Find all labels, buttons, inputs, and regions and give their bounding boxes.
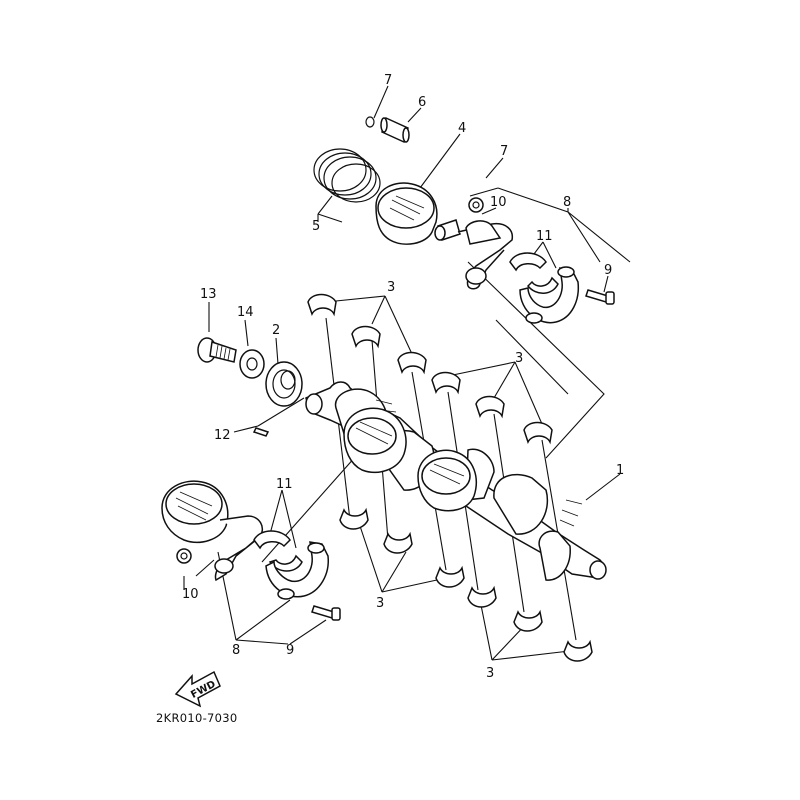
- callout-6: 6: [418, 95, 426, 110]
- callout-8-bottom: 8: [232, 643, 240, 658]
- callout-13: 13: [200, 287, 217, 302]
- diagram-code: 2KR010-7030: [156, 711, 238, 725]
- callout-9-top: 9: [604, 263, 612, 278]
- callout-3-lower: 3: [376, 596, 384, 611]
- callout-3-top: 3: [387, 280, 395, 295]
- left-hardware: [197, 337, 303, 437]
- callout-2: 2: [272, 323, 280, 338]
- callout-11-top: 11: [536, 229, 553, 244]
- callout-14: 14: [237, 305, 254, 320]
- callout-8-top: 8: [563, 195, 571, 210]
- crankshaft: [305, 381, 607, 581]
- callout-12: 12: [214, 428, 231, 443]
- callout-4: 4: [458, 121, 466, 136]
- callout-9-bottom: 9: [286, 643, 294, 658]
- callout-3-bottom: 3: [486, 666, 494, 681]
- top-piston-assembly: [313, 116, 615, 324]
- bearing-shells: [307, 293, 593, 662]
- callout-3-right: 3: [515, 351, 523, 366]
- callout-5: 5: [312, 219, 320, 234]
- callout-10-bottom: 10: [182, 587, 199, 602]
- callout-7-right: 7: [500, 144, 508, 159]
- forward-arrow-icon: FWD: [174, 670, 221, 708]
- bottom-piston-assembly: [161, 480, 341, 621]
- callout-11-bottom: 11: [276, 477, 293, 492]
- callout-1: 1: [616, 463, 624, 478]
- callout-7-top: 7: [384, 73, 392, 88]
- callout-labels: 7 6 4 7 8 10 11 9 5 13 14 2 3 3 12 1 11 …: [182, 73, 624, 681]
- callout-10-top: 10: [490, 195, 507, 210]
